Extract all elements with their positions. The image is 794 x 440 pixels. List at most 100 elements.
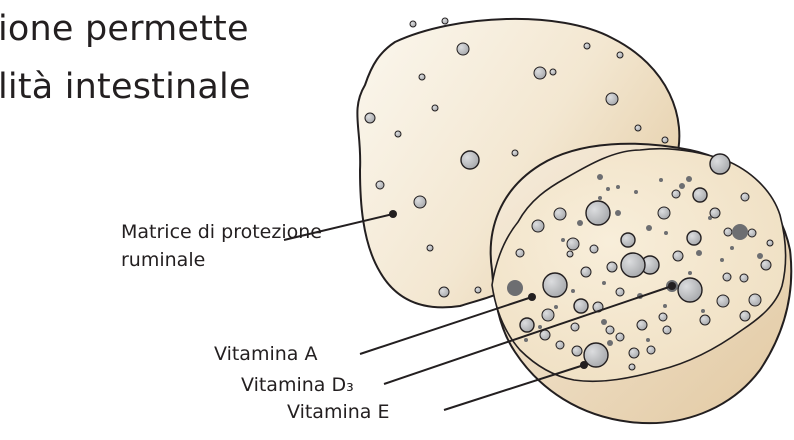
cross-section-inclusion [663, 326, 671, 334]
back-inclusion [395, 131, 401, 137]
back-inclusion [410, 21, 416, 27]
cross-section-inclusion [571, 323, 579, 331]
cross-section-inclusion [710, 208, 720, 218]
cross-section-inclusion [663, 304, 667, 308]
cross-section-inclusion [647, 346, 655, 354]
back-inclusion [512, 150, 518, 156]
back-inclusion [635, 125, 641, 131]
cross-section-inclusion [629, 364, 635, 370]
cross-section-inclusion [741, 193, 749, 201]
label-matrix-line-1: Matrice di protezione [121, 223, 322, 242]
cross-section-inclusion [540, 330, 550, 340]
cross-section-inclusion [561, 238, 565, 242]
cross-section-inclusion [637, 320, 647, 330]
cross-section-inclusion [554, 208, 566, 220]
cross-section-inclusion [701, 309, 705, 313]
label-matrix-line-2: ruminale [121, 251, 205, 270]
cross-section-inclusion [606, 326, 614, 334]
cross-section-inclusion [629, 348, 639, 358]
back-inclusion [414, 196, 426, 208]
cross-section-inclusion [659, 178, 663, 182]
cross-section-inclusion [664, 231, 668, 235]
cross-section-inclusion [556, 341, 564, 349]
cross-section-inclusion [687, 231, 701, 245]
cross-section-inclusion [761, 260, 771, 270]
cross-section-inclusion [708, 216, 712, 220]
cross-section-inclusion [723, 273, 731, 281]
label-vitamin-d3: Vitamina D₃ [241, 376, 354, 395]
cross-section-inclusion [679, 183, 685, 189]
cross-section-inclusion [732, 224, 748, 240]
cross-section-inclusion [678, 278, 702, 302]
cross-section-inclusion [740, 311, 750, 321]
cross-section-inclusion [532, 220, 544, 232]
back-inclusion [376, 181, 384, 189]
cross-section-inclusion [607, 262, 617, 272]
back-inclusion [461, 151, 479, 169]
matrix-leader-dot [389, 210, 397, 218]
cross-section-inclusion [700, 315, 710, 325]
cross-section-inclusion [577, 220, 583, 226]
cross-section-inclusion [606, 187, 610, 191]
cross-section-inclusion [621, 233, 635, 247]
cross-section-inclusion [730, 246, 734, 250]
label-vitamin-a: Vitamina A [214, 345, 317, 364]
vitamin-d3-leader-dot [668, 282, 676, 290]
cross-section-inclusion [646, 225, 652, 231]
cross-section-inclusion [542, 309, 554, 321]
cross-section-inclusion [607, 340, 613, 346]
cross-section-inclusion [720, 258, 724, 262]
cross-section-inclusion [724, 228, 732, 236]
cross-section-inclusion [567, 251, 573, 257]
cross-section-inclusion [524, 338, 528, 342]
back-inclusion [475, 287, 481, 293]
cross-section-inclusion [538, 325, 542, 329]
cross-section-inclusion [581, 267, 591, 277]
cross-section-inclusion [717, 295, 729, 307]
cross-section-inclusion [554, 305, 558, 309]
cross-section-inclusion [672, 190, 680, 198]
cross-section-inclusion [507, 280, 523, 296]
cross-section-inclusion [516, 249, 524, 257]
cross-section-inclusion [571, 289, 575, 293]
cross-section-inclusion [688, 271, 692, 275]
cross-section-inclusion [748, 229, 756, 237]
label-vitamin-e: Vitamina E [287, 403, 389, 422]
cross-section-inclusion [567, 238, 579, 250]
back-inclusion [617, 52, 623, 58]
vitamin-a-leader-dot [528, 293, 536, 301]
cross-section-inclusion [693, 188, 707, 202]
cross-section-inclusion [710, 154, 730, 174]
cross-section-inclusion [740, 274, 748, 282]
cross-section-inclusion [572, 346, 582, 356]
back-inclusion [584, 43, 590, 49]
cross-section-inclusion [659, 313, 667, 321]
cross-section-inclusion [696, 250, 702, 256]
back-inclusion [419, 74, 425, 80]
back-inclusion [606, 93, 618, 105]
cross-section-inclusion [658, 207, 670, 219]
back-inclusion [427, 245, 433, 251]
cross-section-inclusion [520, 318, 534, 332]
cross-section-inclusion [616, 288, 624, 296]
cross-section-inclusion [598, 196, 602, 200]
back-inclusion [662, 137, 668, 143]
cross-section-inclusion [590, 245, 598, 253]
cross-section-inclusion [601, 319, 607, 325]
cross-section-inclusion [616, 333, 624, 341]
back-inclusion [442, 18, 448, 24]
back-inclusion [365, 113, 375, 123]
back-inclusion [432, 105, 438, 111]
cross-section-inclusion [757, 253, 763, 259]
back-inclusion [550, 69, 556, 75]
cross-section-inclusion [646, 338, 650, 342]
cross-section-inclusion [621, 253, 645, 277]
cross-section-inclusion [615, 210, 621, 216]
cross-section-inclusion [602, 281, 606, 285]
cross-section-inclusion [673, 251, 683, 261]
cross-section-inclusion [686, 176, 692, 182]
cross-section-inclusion [543, 273, 567, 297]
cross-section-inclusion [749, 294, 761, 306]
back-inclusion [439, 287, 449, 297]
